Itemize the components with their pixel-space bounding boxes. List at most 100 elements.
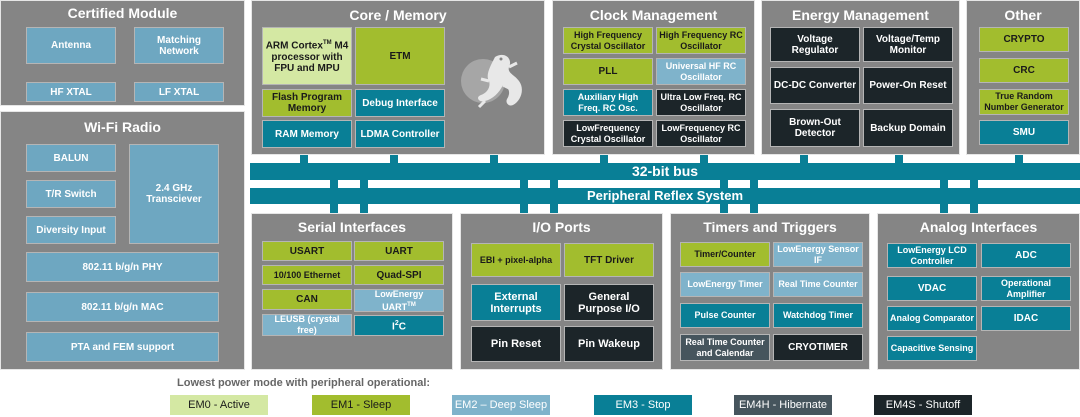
- tr-switch-block: T/R Switch: [26, 180, 116, 208]
- uart-block: UART: [354, 241, 444, 261]
- gpio-block: General Purpose I/O: [564, 284, 654, 321]
- connector: [360, 204, 368, 213]
- phy-block: 802.11 b/g/n PHY: [26, 252, 219, 282]
- hf-xtal-block: HF XTAL: [26, 82, 116, 102]
- serial-interfaces-title: Serial Interfaces: [297, 219, 407, 235]
- connector: [700, 155, 708, 163]
- vdac-block: VDAC: [887, 276, 977, 301]
- connector: [600, 155, 608, 163]
- power-on-reset-block: Power-On Reset: [863, 67, 953, 104]
- io-ports-panel: I/O Ports EBI + pixel-alpha TFT Driver E…: [460, 213, 663, 370]
- wifi-radio-panel: Wi-Fi Radio BALUN T/R Switch Diversity I…: [0, 111, 245, 370]
- ethernet-block: 10/100 Ethernet: [262, 265, 352, 285]
- crc-block: CRC: [979, 58, 1069, 83]
- ram-memory-block: RAM Memory: [262, 120, 352, 148]
- legend-em4s: EM4S - Shutoff: [874, 395, 972, 415]
- connector: [520, 204, 528, 213]
- core-memory-title: Core / Memory: [349, 7, 447, 23]
- rtcc-block: Real Time Counter and Calendar: [680, 334, 770, 361]
- other-panel: Other CRYPTO CRC True Random Number Gene…: [966, 0, 1080, 155]
- connector: [1015, 155, 1023, 163]
- connector: [720, 204, 728, 213]
- leusb-block: LEUSB (crystal free): [262, 314, 352, 336]
- usart-block: USART: [262, 241, 352, 261]
- matching-network-block: Matching Network: [134, 27, 224, 64]
- lfxo-block: LowFrequency Crystal Oscillator: [563, 120, 653, 147]
- peripheral-reflex-system-bus: Peripheral Reflex System: [250, 188, 1080, 204]
- flash-memory-block: Flash Program Memory: [262, 89, 352, 117]
- idac-block: IDAC: [981, 306, 1071, 331]
- timers-triggers-panel: Timers and Triggers Timer/Counter LowEne…: [670, 213, 870, 370]
- analog-interfaces-title: Analog Interfaces: [919, 219, 1038, 235]
- smu-block: SMU: [979, 120, 1069, 145]
- etm-block: ETM: [355, 27, 445, 85]
- watchdog-timer-block: Watchdog Timer: [773, 303, 863, 328]
- i2c-block: I2C: [354, 315, 444, 336]
- crypto-block: CRYPTO: [979, 27, 1069, 52]
- energy-management-panel: Energy Management Voltage Regulator Volt…: [761, 0, 960, 155]
- connector: [520, 180, 528, 188]
- transceiver-block: 2.4 GHz Transciever: [129, 144, 219, 244]
- hfxo-block: High Frequency Crystal Oscillator: [563, 27, 653, 54]
- other-title: Other: [1004, 7, 1042, 23]
- io-ports-title: I/O Ports: [532, 219, 591, 235]
- connector: [300, 155, 308, 163]
- antenna-block: Antenna: [26, 27, 116, 64]
- connector: [550, 180, 558, 188]
- pin-reset-block: Pin Reset: [471, 326, 561, 362]
- timers-triggers-title: Timers and Triggers: [703, 219, 837, 235]
- certified-module-panel: Certified Module Antenna Matching Networ…: [0, 0, 245, 106]
- arm-cortex-block: ARM CortexTM M4 processor with FPU and M…: [262, 27, 352, 85]
- can-block: CAN: [262, 289, 352, 310]
- legend-em3: EM3 - Stop: [594, 395, 692, 415]
- connector: [895, 155, 903, 163]
- uhfrco-block: Universal HF RC Oscillator: [656, 58, 746, 85]
- aux-hfrco-block: Auxiliary High Freq. RC Osc.: [563, 89, 653, 116]
- connector: [330, 204, 338, 213]
- serial-interfaces-panel: Serial Interfaces USART UART 10/100 Ethe…: [251, 213, 453, 370]
- certified-module-title: Certified Module: [67, 5, 178, 21]
- clock-management-panel: Clock Management High Frequency Crystal …: [552, 0, 755, 155]
- trng-block: True Random Number Generator: [979, 89, 1069, 115]
- connector: [940, 204, 948, 213]
- energy-management-title: Energy Management: [792, 7, 929, 23]
- diversity-input-block: Diversity Input: [26, 216, 116, 244]
- rtc-block: Real Time Counter: [773, 272, 863, 297]
- tft-driver-block: TFT Driver: [564, 243, 654, 277]
- ulfrco-block: Ultra Low Freq. RC Oscillator: [656, 89, 746, 116]
- opamp-block: Operational Amplifier: [981, 276, 1071, 301]
- 32-bit-bus: 32-bit bus: [250, 163, 1080, 180]
- pin-wakeup-block: Pin Wakeup: [564, 326, 654, 362]
- balun-block: BALUN: [26, 144, 116, 172]
- connector: [330, 180, 338, 188]
- backup-domain-block: Backup Domain: [863, 109, 953, 147]
- legend-em0: EM0 - Active: [170, 395, 268, 415]
- ebi-block: EBI + pixel-alpha: [471, 243, 561, 277]
- connector: [550, 204, 558, 213]
- arm-cortex-text: ARM CortexTM M4 processor with FPU and M…: [265, 40, 349, 74]
- connector: [720, 180, 728, 188]
- lfrco-block: LowFrequency RC Oscillator: [656, 120, 746, 147]
- timer-counter-block: Timer/Counter: [680, 242, 770, 267]
- legend-em4h: EM4H - Hibernate: [734, 395, 832, 415]
- pulse-counter-block: Pulse Counter: [680, 303, 770, 328]
- analog-interfaces-panel: Analog Interfaces LowEnergy LCD Controll…: [877, 213, 1080, 370]
- quad-spi-block: Quad-SPI: [354, 265, 444, 285]
- lcd-controller-block: LowEnergy LCD Controller: [887, 243, 977, 268]
- legend-em2: EM2 – Deep Sleep: [452, 395, 550, 415]
- connector: [800, 155, 808, 163]
- connector: [970, 204, 978, 213]
- hfrco-block: High Frequency RC Oscillator: [656, 27, 746, 54]
- legend-em1: EM1 - Sleep: [312, 395, 410, 415]
- analog-comparator-block: Analog Comparator: [887, 306, 977, 331]
- external-interrupts-block: External Interrupts: [471, 284, 561, 321]
- ldma-controller-block: LDMA Controller: [355, 120, 445, 148]
- clock-management-title: Clock Management: [589, 7, 718, 23]
- lf-xtal-block: LF XTAL: [134, 82, 224, 102]
- pta-fem-block: PTA and FEM support: [26, 332, 219, 362]
- voltage-regulator-block: Voltage Regulator: [770, 27, 860, 62]
- brown-out-detector-block: Brown-Out Detector: [770, 109, 860, 147]
- connector: [360, 180, 368, 188]
- cryotimer-block: CRYOTIMER: [773, 334, 863, 361]
- letimer-block: LowEnergy Timer: [680, 272, 770, 297]
